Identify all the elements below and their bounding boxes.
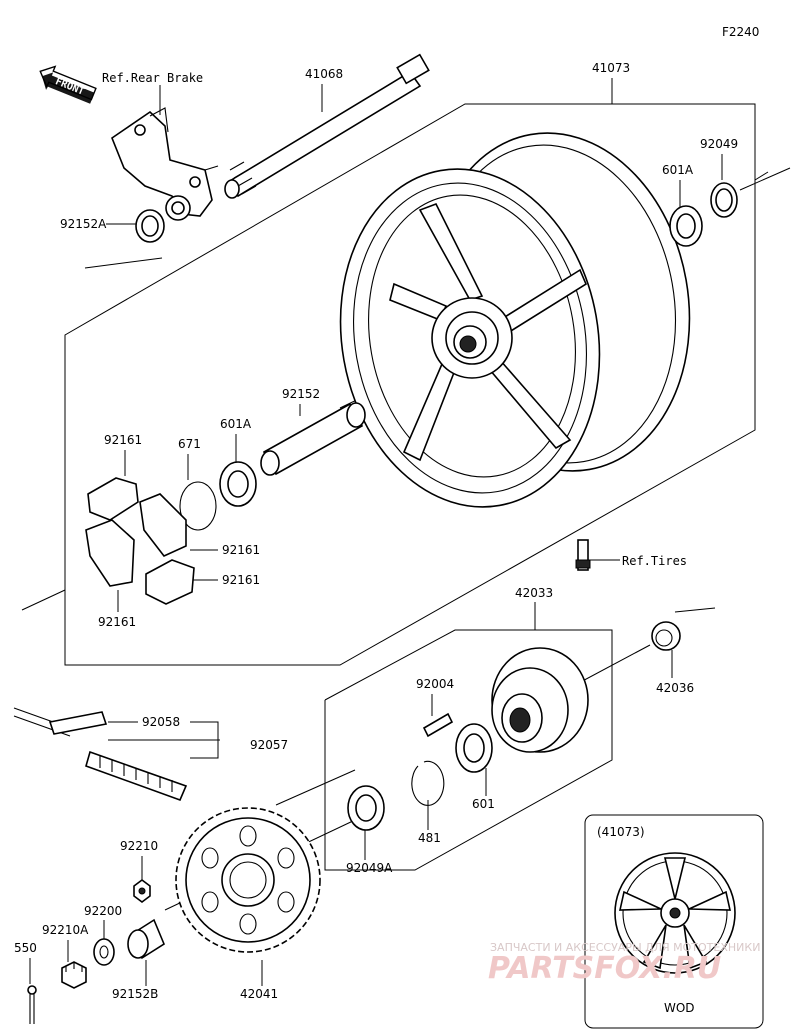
- oil-seal-92049: [710, 182, 738, 218]
- watermark: ЗАПЧАСТИ И АКСЕССУАРЫ ДЛЯ МОТОТЕХНИКИ PA…: [488, 941, 760, 986]
- ref-rear-brake-label: Ref.Rear Brake: [102, 71, 203, 85]
- part-92057-label: 92057: [250, 738, 288, 752]
- castle-nut-92210A: [61, 961, 87, 989]
- part-92049A-label: 92049A: [346, 861, 393, 875]
- part-42041-label: 42041: [240, 987, 278, 1001]
- part-42033-label: 42033: [515, 586, 553, 600]
- sprocket-42041: [175, 807, 321, 953]
- collar-92152A: [135, 209, 165, 243]
- part-92161-label-c: 92161: [222, 573, 260, 587]
- collar-92152B: [127, 918, 165, 960]
- ref-tires-label: Ref.Tires: [622, 554, 687, 568]
- watermark-line2: PARTSFOX.RU: [488, 951, 721, 986]
- part-601-label: 601: [472, 797, 495, 811]
- collar-42036: [651, 621, 681, 651]
- part-550-label: 550: [14, 941, 37, 955]
- part-92161-label-b: 92161: [222, 543, 260, 557]
- part-92161-label-a: 92161: [104, 433, 142, 447]
- part-92004-label: 92004: [416, 677, 454, 691]
- drive-chain-92057: [13, 707, 188, 802]
- watermark-line1: ЗАПЧАСТИ И АКСЕССУАРЫ ДЛЯ МОТОТЕХНИКИ: [490, 941, 760, 954]
- coupling-42033: [491, 647, 589, 753]
- oil-seal-92049A: [347, 785, 385, 831]
- part-92210-label: 92210: [120, 839, 158, 853]
- circlip-481: [411, 760, 445, 806]
- dampers-92161: [85, 477, 195, 605]
- part-92152A-label: 92152A: [60, 217, 107, 231]
- collar-92152: [260, 402, 366, 476]
- part-671-label: 671: [178, 437, 201, 451]
- axle-41068: [224, 53, 430, 199]
- part-42036-label: 42036: [656, 681, 694, 695]
- caliper-bracket: [111, 107, 219, 221]
- washer-92200: [93, 938, 115, 966]
- part-41073-label: 41073: [592, 61, 630, 75]
- inset-caption: WOD: [664, 1001, 695, 1015]
- part-92152-label: 92152: [282, 387, 320, 401]
- bearing-601A-mid: [219, 461, 257, 507]
- part-92210A-label: 92210A: [42, 923, 89, 937]
- valve-stem: [575, 539, 591, 571]
- cotter-pin-550: [27, 985, 37, 1024]
- part-601A-top-label: 601A: [662, 163, 694, 177]
- part-92161-label-d: 92161: [98, 615, 136, 629]
- part-92049-label: 92049: [700, 137, 738, 151]
- bearing-601: [455, 723, 493, 773]
- inset-wheel-view: (41073) WOD: [584, 814, 764, 1029]
- rear-wheel-41073: [339, 132, 691, 508]
- nut-92210: [133, 879, 151, 903]
- stud-92004: [422, 712, 454, 738]
- part-481-label: 481: [418, 831, 441, 845]
- inset-title: (41073): [597, 825, 645, 839]
- bearing-601A-top: [669, 205, 703, 247]
- part-41068-label: 41068: [305, 67, 343, 81]
- part-92058-label: 92058: [142, 715, 180, 729]
- o-ring-671: [179, 481, 217, 531]
- part-601A-mid-label: 601A: [220, 417, 252, 431]
- frame-lines: [21, 103, 791, 871]
- part-92200-label: 92200: [84, 904, 122, 918]
- part-92152B-label: 92152B: [112, 987, 158, 1001]
- front-arrow-icon: FRONT: [39, 65, 97, 104]
- diagram-code: F2240: [722, 25, 759, 39]
